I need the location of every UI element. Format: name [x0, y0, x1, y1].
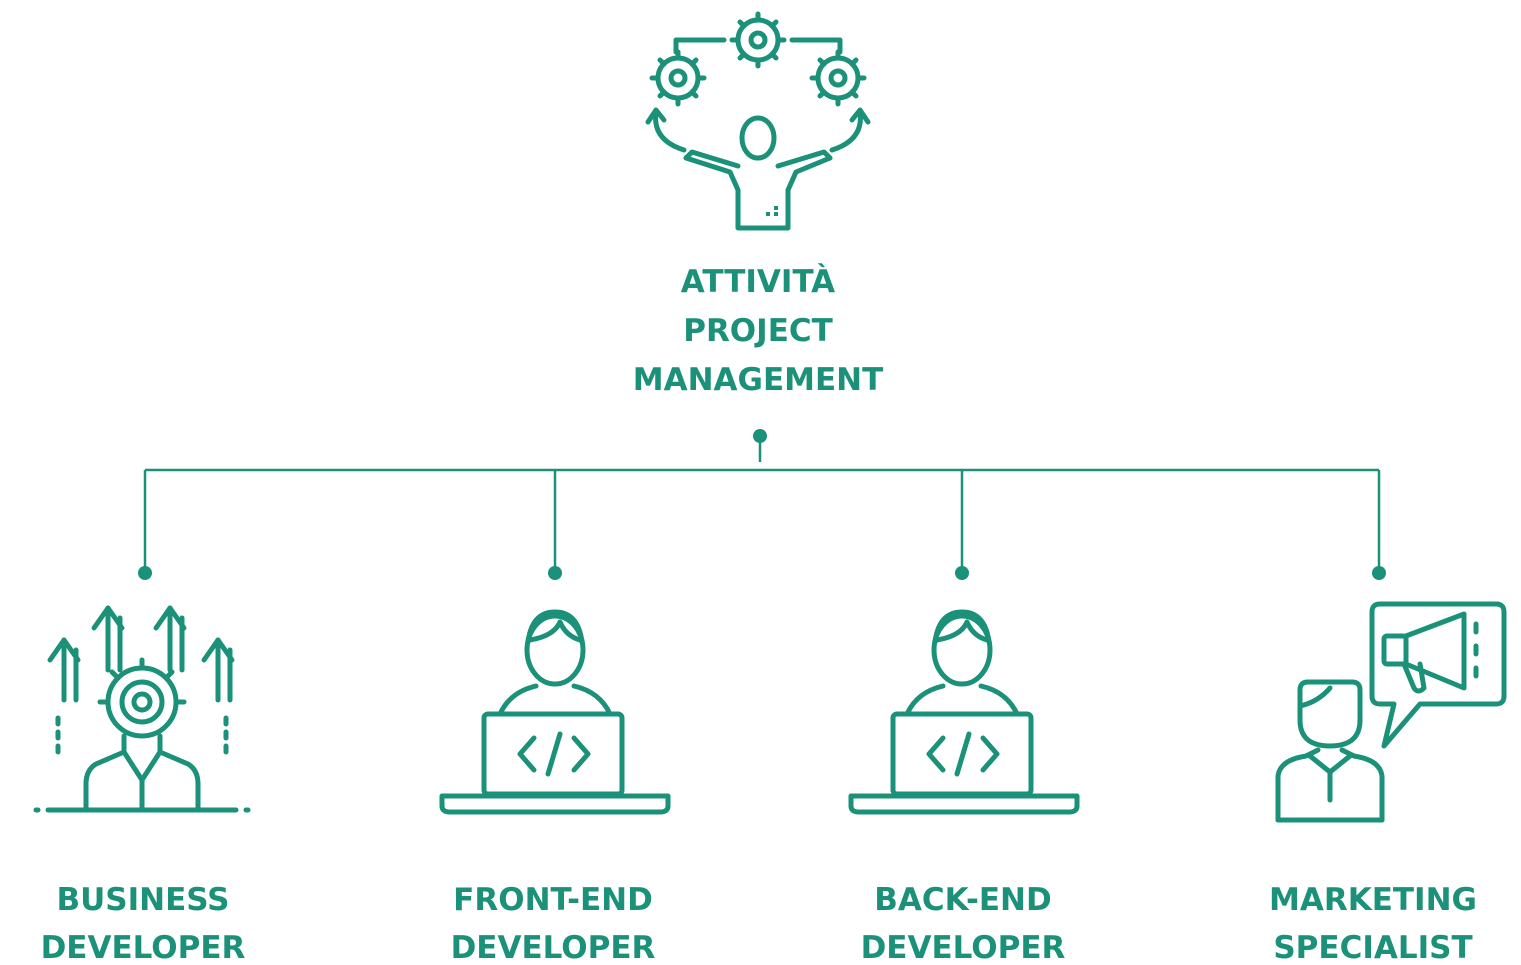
decorative-dot: [766, 212, 770, 216]
role-label-line: SPECIALIST: [1273, 930, 1472, 965]
role-label-line: BUSINESS: [56, 882, 229, 918]
branch-connector-dot: [1372, 566, 1386, 580]
role-back-end-developer-label: BACK-END DEVELOPER: [861, 882, 1066, 965]
role-label-line: MARKETING: [1269, 882, 1477, 918]
role-marketing-specialist-label: MARKETING SPECIALIST: [1269, 882, 1477, 965]
role-front-end-developer-label: FRONT-END DEVELOPER: [451, 882, 656, 965]
developer-laptop-icon: [848, 609, 1080, 815]
gear-icon: [809, 49, 867, 107]
juggling-gears-person-icon: [645, 11, 871, 231]
branch-connector-dot: [138, 566, 152, 580]
root-label-line: PROJECT: [683, 313, 833, 349]
gear-icon: [729, 11, 787, 69]
root-label-line: ATTIVITÀ: [681, 264, 835, 300]
decorative-dot: [774, 206, 778, 210]
root-label-line: MANAGEMENT: [633, 362, 884, 398]
growth-gear-person-icon: [33, 605, 251, 813]
root-label: ATTIVITÀ PROJECT MANAGEMENT: [633, 264, 884, 398]
role-business-developer-label: BUSINESS DEVELOPER: [41, 882, 246, 965]
gear-icon: [649, 49, 707, 107]
role-label-line: DEVELOPER: [451, 930, 656, 965]
connector-tree: [138, 429, 1386, 580]
decorative-dot: [774, 212, 778, 216]
megaphone-speech-person-icon: [1275, 601, 1507, 823]
developer-laptop-icon: [439, 609, 671, 815]
branch-connector-dot: [548, 566, 562, 580]
branch-connector-dot: [955, 566, 969, 580]
role-label-line: BACK-END: [874, 882, 1051, 918]
role-label-line: DEVELOPER: [41, 930, 246, 965]
role-label-line: DEVELOPER: [861, 930, 1066, 965]
role-label-line: FRONT-END: [453, 882, 653, 918]
